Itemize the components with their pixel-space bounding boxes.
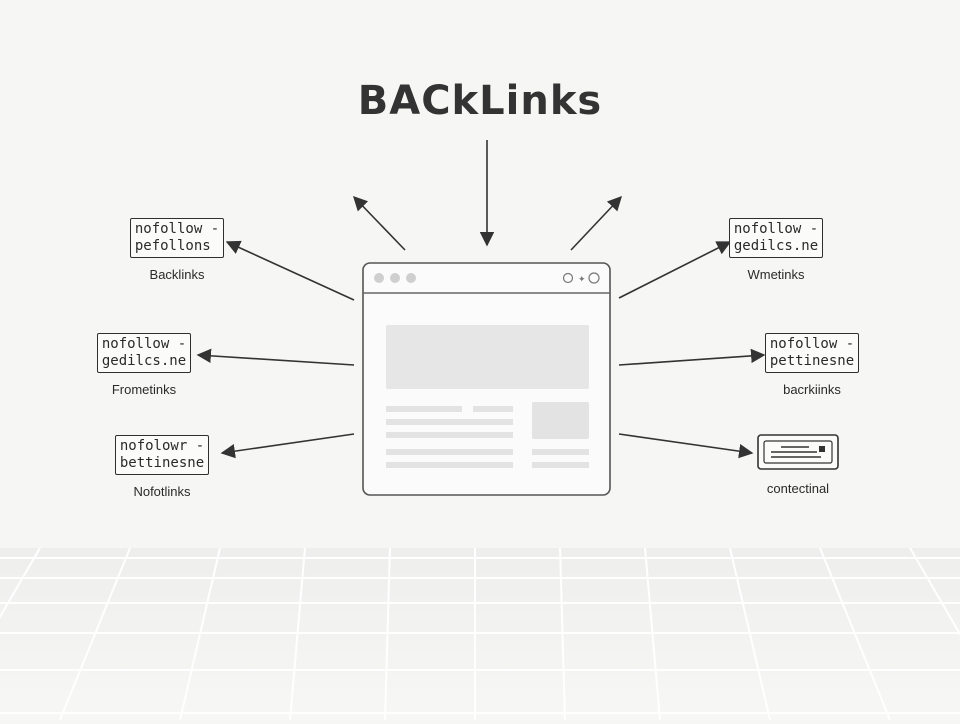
- arrow-right-mid: [618, 348, 766, 366]
- sparkle-icon: ✦: [578, 275, 586, 285]
- node-caption: bacrkiinks: [783, 382, 841, 397]
- text-line: [386, 449, 513, 455]
- link-tag: nofollow - pettinesne: [764, 333, 860, 373]
- node-caption: Wmetinks: [747, 267, 805, 282]
- text-line: [386, 406, 462, 412]
- tag-line-2: pefollons: [134, 238, 211, 254]
- contextual-card-icon: [757, 434, 839, 470]
- arrow-up-right: [570, 195, 622, 251]
- node-caption: contectinal: [766, 481, 830, 496]
- text-line: [532, 449, 589, 455]
- browser-window-icon: ✦: [362, 262, 611, 496]
- floor-grid-lines: [0, 547, 960, 721]
- diagram-title: BACkLinks: [357, 78, 603, 124]
- tag-line-1: nofollow -: [769, 336, 855, 352]
- settings-icon: [588, 272, 600, 284]
- node-caption: Frometinks: [111, 382, 177, 397]
- tag-line-2: gedilcs.ne: [733, 238, 819, 254]
- node-left-bot: nofolowr - bettinesne Nofotlinks: [100, 435, 224, 499]
- arrow-left-bot: [220, 433, 355, 459]
- arrow-up-left: [353, 195, 406, 251]
- node-right-top: nofollow - gedilcs.ne Wmetinks: [714, 218, 838, 282]
- arrow-left-mid: [196, 348, 355, 366]
- arrow-right-top: [618, 241, 732, 299]
- tag-line-1: nofollow -: [101, 336, 187, 352]
- hero-block: [386, 325, 589, 389]
- node-right-mid: nofollow - pettinesne bacrkiinks: [750, 333, 874, 397]
- image-block: [532, 402, 589, 439]
- arrow-right-bot: [618, 433, 754, 459]
- tag-line-1: nofollow -: [134, 221, 220, 237]
- tag-line-1: nofollow -: [733, 221, 819, 237]
- window-dot-icon: [406, 273, 416, 283]
- text-line: [386, 432, 513, 438]
- link-tag: nofolowr - bettinesne: [114, 435, 210, 475]
- floor-grid: [0, 547, 960, 721]
- arrow-left-top: [225, 240, 355, 301]
- node-caption: Backlinks: [149, 267, 205, 282]
- node-left-top: nofollow - pefollons Backlinks: [116, 218, 238, 282]
- text-line: [473, 406, 513, 412]
- link-tag: nofollow - pefollons: [129, 218, 225, 258]
- text-line: [386, 419, 513, 425]
- node-caption: Nofotlinks: [133, 484, 191, 499]
- tag-line-2: bettinesne: [119, 455, 205, 471]
- node-right-bot: contectinal: [740, 434, 856, 496]
- link-tag: nofollow - gedilcs.ne: [728, 218, 824, 258]
- tag-line-2: gedilcs.ne: [101, 353, 187, 369]
- window-dot-icon: [390, 273, 400, 283]
- node-left-mid: nofollow - gedilcs.ne Frometinks: [80, 333, 208, 397]
- tag-line-1: nofolowr -: [119, 438, 205, 454]
- search-icon: [562, 272, 574, 284]
- tag-line-2: pettinesne: [769, 353, 855, 369]
- window-dot-icon: [374, 273, 384, 283]
- text-line: [386, 462, 513, 468]
- text-line: [532, 462, 589, 468]
- link-tag: nofollow - gedilcs.ne: [96, 333, 192, 373]
